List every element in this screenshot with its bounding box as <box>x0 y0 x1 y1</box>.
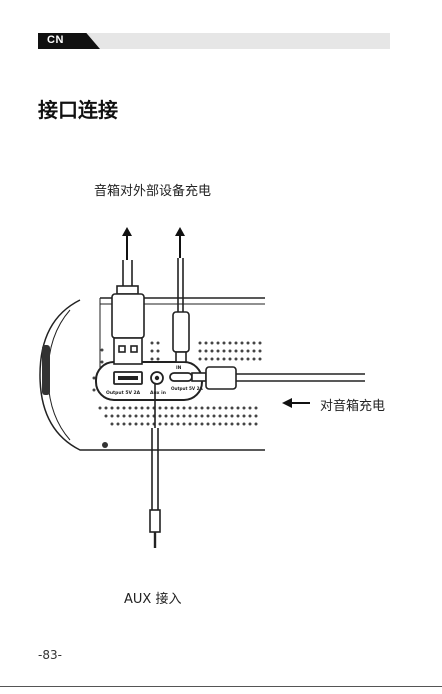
usbc-output-label: Output 5V 2A <box>171 386 204 391</box>
arrow-left-icon <box>282 398 292 408</box>
output-arrow-usb-a <box>122 227 132 260</box>
charging-cable <box>192 367 365 389</box>
page-number: -83- <box>38 648 62 662</box>
charging-arrow <box>282 398 310 408</box>
grille-top-right <box>199 342 262 361</box>
usb-c-port <box>170 373 192 381</box>
bottom-rule <box>0 686 442 687</box>
grille-bottom <box>99 407 258 426</box>
usb-output-label: Output 5V 2A <box>106 390 141 396</box>
output-arrow-usb-c <box>175 227 185 258</box>
usb-a-cable <box>112 260 144 364</box>
aux-label: Aux in <box>150 390 166 396</box>
aux-cable <box>150 384 160 548</box>
usb-c-cable <box>173 258 189 362</box>
arrow-up-icon <box>122 227 132 236</box>
usbc-in-label: IN <box>176 365 182 371</box>
port-panel: Output 5V 2A Aux in IN Output 5V 2A <box>96 362 204 400</box>
arrow-up-icon <box>175 227 185 236</box>
